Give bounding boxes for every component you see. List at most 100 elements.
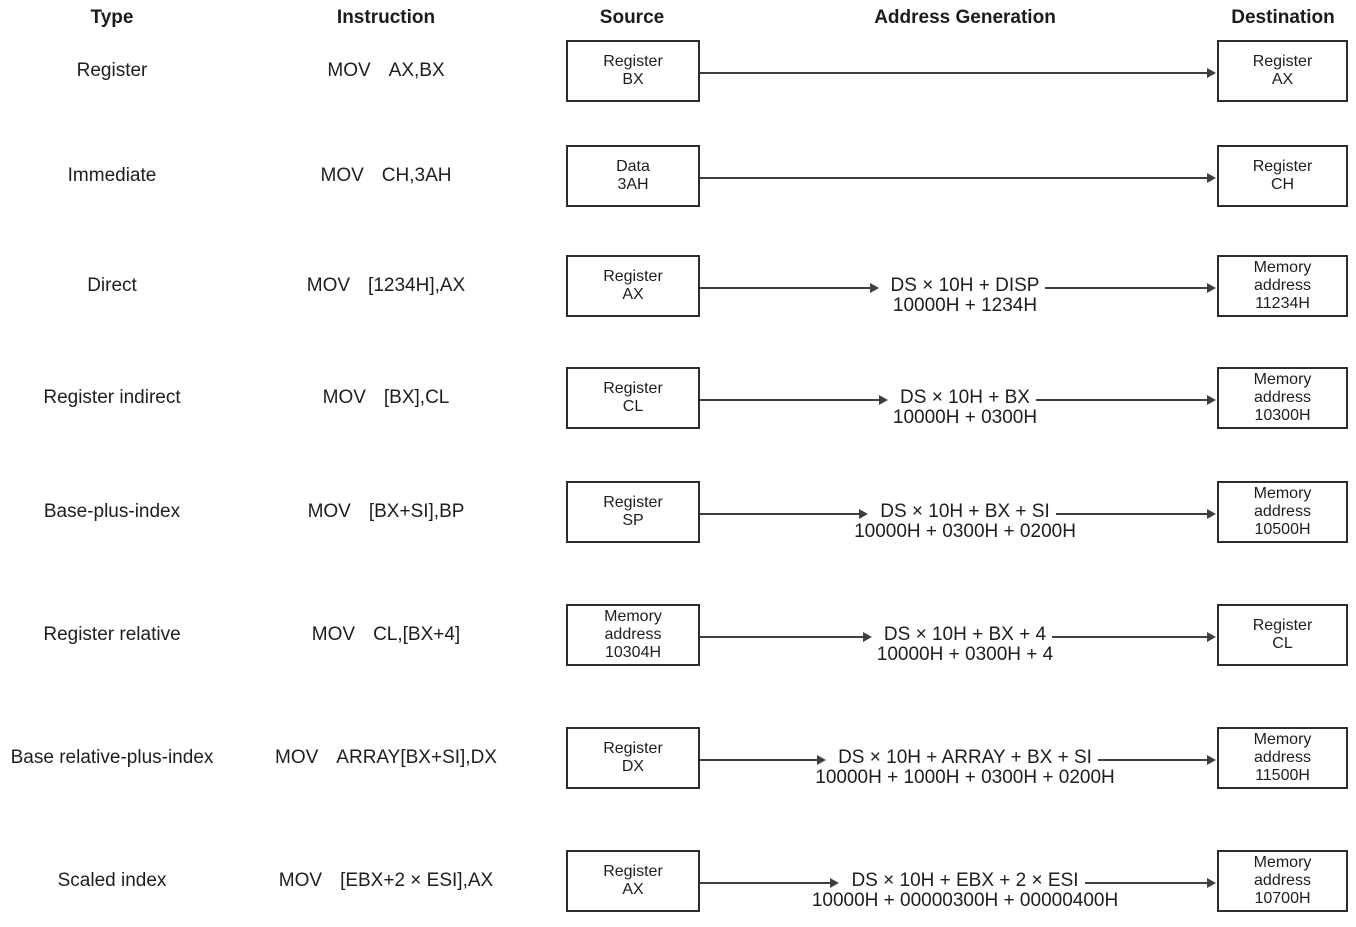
box-line: 10500H: [1254, 521, 1311, 538]
box-line: Memory: [1253, 731, 1312, 748]
address-generation-text: DS × 10H + BX + SI 10000H + 0300H + 0200…: [854, 502, 1076, 542]
box-line: DX: [621, 758, 645, 775]
address-generation-text: DS × 10H + BX 10000H + 0300H: [893, 388, 1037, 428]
column-header-address-generation: Address Generation: [874, 7, 1056, 28]
box-line: 10300H: [1254, 407, 1311, 424]
address-values: 10000H + 0300H: [892, 407, 1038, 428]
box-line: address: [1254, 277, 1311, 294]
arrow-head-icon: [1207, 509, 1216, 519]
arrow-head-icon: [862, 632, 872, 642]
box-line: Register: [1252, 617, 1313, 634]
address-values: 10000H + 1000H + 0300H + 0200H: [815, 767, 1115, 788]
arrow-line: [700, 173, 1216, 183]
box-line: 11234H: [1255, 295, 1310, 312]
destination-box: Memory address 11234H: [1217, 255, 1348, 317]
address-formula: DS × 10H + EBX + 2 × ESI: [851, 870, 1079, 891]
mnemonic: MOV: [322, 387, 366, 408]
address-values: 10000H + 1234H: [892, 295, 1038, 316]
source-box: Register CL: [566, 367, 700, 429]
box-line: Register: [603, 740, 663, 757]
arrow-line: [700, 755, 827, 765]
mnemonic: MOV: [320, 165, 364, 186]
box-line: Register: [603, 268, 663, 285]
instruction-text: MOV [EBX+2 × ESI],AX: [279, 870, 493, 892]
box-line: address: [1254, 389, 1311, 406]
operands: [BX+SI],BP: [368, 501, 465, 522]
type-label: Base relative-plus-index: [10, 747, 214, 768]
instruction-text: MOV AX,BX: [327, 60, 444, 82]
box-line: Memory: [1253, 854, 1312, 871]
address-formula: DS × 10H + BX + SI: [880, 501, 1050, 522]
operands: CL,[BX+4]: [373, 624, 461, 645]
operands: [1234H],AX: [368, 275, 466, 296]
column-header-destination: Destination: [1231, 7, 1335, 28]
box-line: Memory: [1253, 371, 1312, 388]
arrow-head-icon: [1206, 755, 1216, 765]
box-line: address: [1254, 503, 1311, 520]
address-formula: DS × 10H + BX + 4: [883, 624, 1047, 645]
column-header-source: Source: [599, 7, 665, 28]
address-generation-text: DS × 10H + EBX + 2 × ESI 10000H + 000003…: [812, 871, 1118, 911]
mnemonic: MOV: [327, 60, 371, 81]
column-header-instruction: Instruction: [336, 7, 436, 28]
address-formula: DS × 10H + BX: [900, 387, 1030, 408]
operands: [EBX+2 × ESI],AX: [340, 870, 494, 891]
box-line: Register: [603, 53, 663, 70]
address-generation-text: DS × 10H + BX + 4 10000H + 0300H + 4: [877, 625, 1053, 665]
address-formula: DS × 10H + DISP: [890, 275, 1040, 296]
box-line: Register: [603, 380, 663, 397]
mnemonic: MOV: [311, 624, 356, 645]
box-line: Register: [1252, 53, 1313, 70]
box-line: CH: [1270, 176, 1295, 193]
box-line: CL: [622, 398, 644, 415]
box-line: address: [604, 626, 662, 643]
address-values: 10000H + 0300H + 4: [876, 644, 1054, 665]
arrow-line: [700, 283, 879, 293]
arrow-head-icon: [830, 878, 840, 888]
source-box: Register SP: [566, 481, 700, 543]
box-line: Register: [603, 863, 663, 880]
source-box: Register DX: [566, 727, 700, 789]
type-label: Scaled index: [57, 870, 167, 891]
type-label: Immediate: [67, 165, 157, 186]
operands: AX,BX: [388, 60, 445, 81]
arrow-head-icon: [1207, 283, 1216, 293]
destination-box: Memory address 10300H: [1217, 367, 1348, 429]
box-line: SP: [622, 512, 644, 529]
box-line: 10700H: [1254, 890, 1311, 907]
address-values: 10000H + 00000300H + 00000400H: [811, 890, 1119, 911]
arrow-head-icon: [879, 395, 889, 405]
box-line: 11500H: [1255, 767, 1310, 784]
arrow-head-icon: [1207, 68, 1216, 78]
mnemonic: MOV: [278, 870, 323, 891]
box-line: 3AH: [617, 176, 649, 193]
box-line: Data: [616, 158, 650, 175]
source-box: Data 3AH: [566, 145, 700, 207]
arrow-line: [1045, 283, 1216, 293]
source-box: Memory address 10304H: [566, 604, 700, 666]
box-line: AX: [1271, 71, 1294, 88]
address-formula: DS × 10H + ARRAY + BX + SI: [838, 747, 1092, 768]
mnemonic: MOV: [275, 747, 319, 768]
instruction-text: MOV[BX],CL: [323, 387, 450, 409]
type-label: Direct: [87, 275, 137, 296]
box-line: CL: [1272, 635, 1293, 652]
arrow-line: [1035, 395, 1216, 405]
destination-box: Register CH: [1217, 145, 1348, 207]
instruction-text: MOV[1234H],AX: [307, 275, 465, 297]
instruction-text: MOV CL,[BX+4]: [312, 624, 460, 646]
box-line: Register: [603, 494, 663, 511]
arrow-line: [1052, 632, 1216, 642]
address-values: 10000H + 0300H + 0200H: [854, 521, 1076, 542]
arrow-line: [1097, 755, 1216, 765]
arrow-line: [700, 395, 889, 405]
box-line: BX: [622, 71, 644, 88]
box-line: Memory: [1253, 485, 1312, 502]
source-box: Register AX: [566, 850, 700, 912]
arrow-head-icon: [1207, 173, 1216, 183]
arrow-line: [700, 878, 840, 888]
arrow-head-icon: [859, 509, 869, 519]
arrow-line: [1055, 509, 1216, 519]
